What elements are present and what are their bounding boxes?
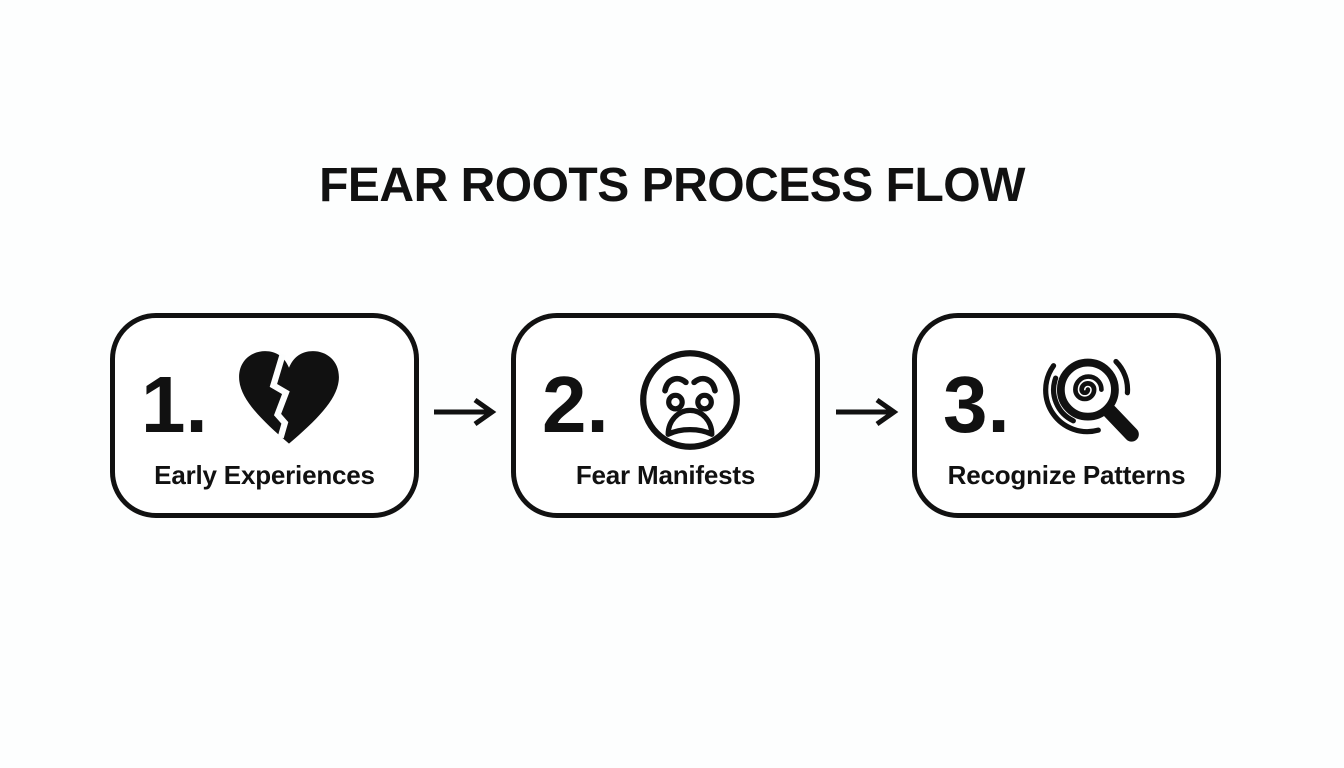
arrow-right-icon (834, 397, 900, 427)
step-label: Recognize Patterns (947, 460, 1186, 490)
step-label: Fear Manifests (575, 460, 756, 490)
step-box-fear-manifests: 2. Fear Manifests (511, 313, 820, 518)
arrow-right-icon (432, 397, 498, 427)
step-number: 2. (542, 360, 609, 449)
magnifying-glass-spiral-icon (1039, 348, 1143, 452)
step-box-early-experiences: 1. Early Experiences (110, 313, 419, 518)
step-number: 3. (943, 360, 1010, 449)
step-number: 1. (141, 360, 208, 449)
step-box-recognize-patterns: 3. Recognize Patterns (912, 313, 1221, 518)
step-label: Early Experiences (154, 460, 375, 490)
worried-face-icon (638, 348, 742, 452)
page-title: FEAR ROOTS PROCESS FLOW (319, 159, 1025, 212)
broken-heart-icon (237, 348, 341, 452)
